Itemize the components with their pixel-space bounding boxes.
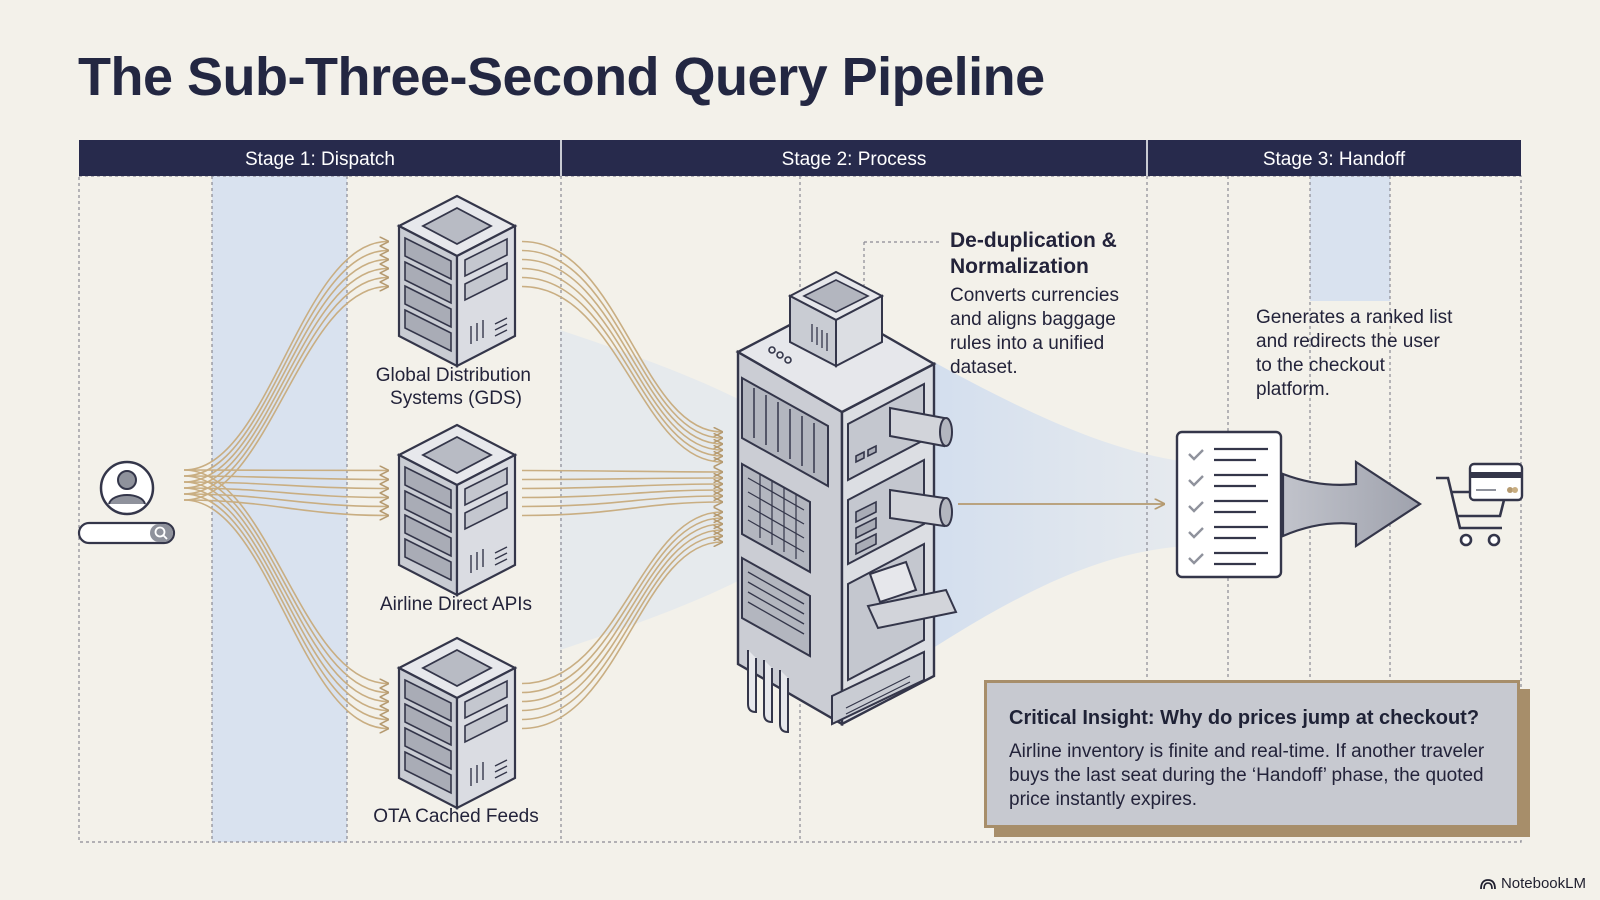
process-flow-line: [521, 249, 722, 439]
process-flow-line: [521, 542, 722, 730]
process-flow-line: [521, 285, 722, 463]
process-flow-line: [521, 518, 722, 694]
search-icon: [154, 526, 168, 540]
credit-card-icon: [1468, 462, 1524, 502]
output-beam: [930, 360, 1185, 650]
handoff-highlight-band: [1310, 176, 1390, 301]
normalization-body: Converts currencies and aligns baggage r…: [950, 285, 1119, 378]
brand-footer: NotebookLM: [1480, 875, 1586, 892]
gds-server-icon: [397, 194, 517, 368]
search-bar: [77, 521, 176, 545]
process-flow-line: [521, 276, 722, 457]
arrow-icon: [1281, 459, 1423, 549]
dispatch-flow-line: [183, 481, 388, 489]
dispatch-flow-line: [183, 476, 388, 480]
process-flow-line: [521, 240, 722, 433]
page-title: The Sub-Three-Second Query Pipeline: [78, 47, 1045, 107]
processing-tower-icon: [735, 270, 958, 734]
dispatch-flow-line: [183, 487, 388, 711]
source-label-gds: Global Distribution Systems (GDS): [376, 365, 537, 409]
process-flow-line: [521, 267, 722, 451]
normalization-heading: De-duplication & Normalization: [950, 229, 1117, 278]
airline-api-server-icon: [397, 423, 517, 597]
handoff-body: Generates a ranked list and redirects th…: [1256, 307, 1453, 400]
shopping-cart-icon: [1436, 476, 1508, 547]
process-flow-line: [521, 471, 722, 473]
insight-heading: Critical Insight: Why do prices jump at …: [1009, 707, 1480, 729]
dispatch-flow-line: [183, 278, 388, 495]
source-label-gds-line2: Systems (GDS): [390, 388, 522, 409]
dispatch-flow-line: [183, 469, 388, 684]
dispatch-flow-line: [183, 481, 388, 702]
process-flow-line: [521, 536, 722, 721]
dispatch-highlight-band: [212, 176, 347, 842]
dispatch-flow-line: [183, 499, 388, 729]
source-label-ota: OTA Cached Feeds: [373, 806, 538, 827]
process-flow-line: [521, 524, 722, 703]
dispatch-flow-line: [183, 487, 388, 498]
process-flow-line: [521, 496, 722, 508]
process-flow-line: [521, 484, 722, 490]
dispatch-flow-line: [183, 269, 388, 489]
input-glow: [560, 330, 740, 650]
checklist-icon: [1175, 430, 1283, 579]
stage-header-bar: [79, 140, 1521, 176]
source-label-gds-line1: Global Distribution: [376, 365, 531, 386]
process-flow-line: [521, 512, 722, 685]
dispatch-flow-line: [183, 499, 388, 516]
user-icon: [99, 460, 155, 516]
process-flow-line: [521, 502, 722, 517]
ota-feed-server-icon: [397, 636, 517, 810]
critical-insight-box: Critical Insight: Why do prices jump at …: [984, 680, 1520, 828]
process-flow-lines: [521, 240, 722, 730]
dispatch-flow-line: [183, 493, 388, 720]
handoff-callout: Generates a ranked list and redirects th…: [1256, 306, 1456, 402]
process-flow-line: [521, 258, 722, 445]
dispatch-flow-line: [183, 475, 388, 693]
brand-name: NotebookLM: [1500, 875, 1586, 892]
normalization-callout: De-duplication & Normalization Converts …: [950, 228, 1150, 380]
notebooklm-logo-icon: [1480, 878, 1496, 889]
stage-label-handoff: Stage 3: Handoff: [1263, 149, 1406, 170]
stage-label-process: Stage 2: Process: [782, 149, 927, 170]
dispatch-flow-lines: [183, 242, 388, 729]
dispatch-flow-line: [183, 242, 388, 471]
dispatch-flow-line: [183, 470, 388, 471]
dispatch-flow-line: [183, 493, 388, 507]
stage-label-dispatch: Stage 1: Dispatch: [245, 149, 395, 170]
source-label-airline-direct: Airline Direct APIs: [380, 594, 532, 615]
dispatch-flow-line: [183, 260, 388, 483]
dispatch-flow-line: [183, 251, 388, 477]
insight-body: Airline inventory is finite and real-tim…: [1009, 741, 1485, 810]
process-flow-line: [521, 530, 722, 712]
process-flow-line: [521, 490, 722, 499]
process-flow-line: [521, 478, 722, 480]
